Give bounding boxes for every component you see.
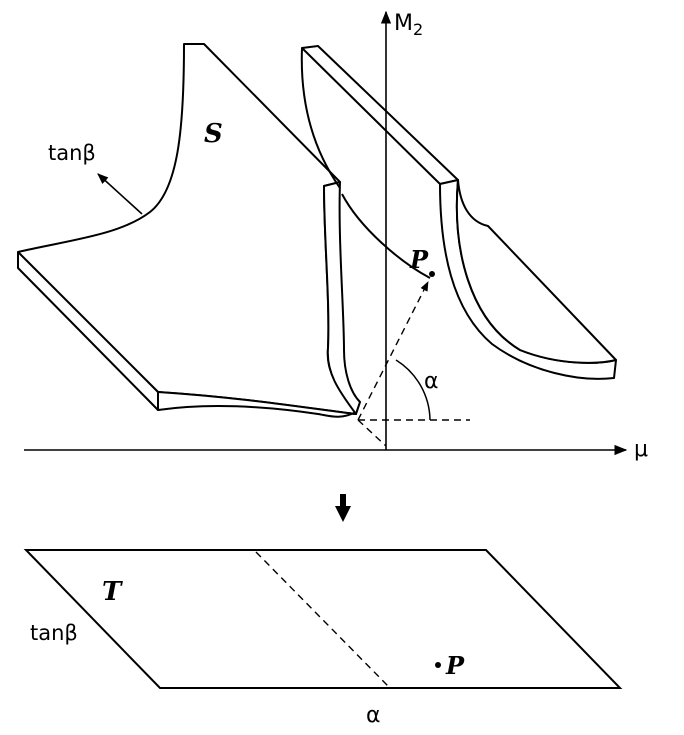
point-p-top bbox=[429, 271, 435, 277]
alpha-angle-arc bbox=[395, 359, 431, 421]
point-p-bottom bbox=[435, 662, 441, 668]
tanbeta-label-top: tanβ bbox=[48, 141, 96, 165]
tanbeta-label-bottom: tanβ bbox=[30, 621, 78, 645]
plane-t bbox=[23, 549, 623, 689]
axes bbox=[24, 10, 628, 456]
tanbeta-arrow bbox=[97, 173, 143, 215]
point-p-label-bottom: P bbox=[445, 651, 465, 680]
surface-s-right-sheet bbox=[300, 45, 617, 380]
alpha-label-bottom: α bbox=[366, 703, 381, 728]
alpha-label-top: α bbox=[424, 369, 439, 394]
point-p-label-top: P bbox=[409, 245, 429, 274]
surface-s-label: S bbox=[204, 119, 223, 149]
plane-t-outline bbox=[23, 549, 623, 689]
mu-axis-label: μ bbox=[634, 437, 648, 462]
surface-s-left-sheet bbox=[17, 43, 361, 418]
plane-t-divider bbox=[255, 551, 389, 687]
down-arrow-icon bbox=[335, 494, 351, 522]
projection-lines bbox=[357, 281, 470, 447]
m2-axis-label: M2 bbox=[394, 11, 423, 39]
plane-t-label: T bbox=[102, 577, 123, 607]
